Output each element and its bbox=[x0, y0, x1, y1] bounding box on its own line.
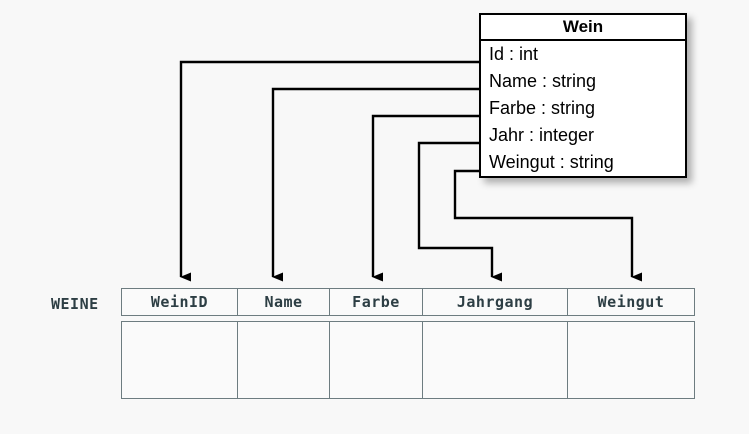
uml-class-name: Wein bbox=[481, 15, 685, 41]
table-cell-weingut[interactable] bbox=[568, 322, 694, 398]
uml-attribute-farbe: Farbe : string bbox=[489, 98, 596, 118]
column-header-jahrgang: Jahrgang bbox=[423, 289, 568, 315]
column-header-farbe: Farbe bbox=[330, 289, 423, 315]
connector-farbe-to-farbe bbox=[371, 114, 479, 282]
uml-attribute-weingut: Weingut : string bbox=[489, 152, 614, 172]
column-header-weingut: Weingut bbox=[597, 293, 665, 311]
connector-name-to-name bbox=[271, 87, 479, 282]
table-cell-farbe[interactable] bbox=[330, 322, 423, 398]
relational-table-label: WEINE bbox=[51, 295, 99, 313]
table-header-row: WeinID Name Farbe Jahrgang Weingut bbox=[121, 288, 695, 316]
column-header-weinid: WeinID bbox=[122, 289, 238, 315]
uml-attribute-jahr: Jahr : integer bbox=[489, 125, 595, 145]
uml-attribute-id: Id : int bbox=[489, 44, 539, 64]
relational-table[interactable]: WeinID Name Farbe Jahrgang Weingut bbox=[121, 288, 695, 399]
uml-attribute-list: Id : int Name : string Farbe : string Ja… bbox=[481, 41, 685, 176]
uml-class-box[interactable]: Wein Id : int Name : string Farbe : stri… bbox=[479, 13, 687, 178]
uml-attribute-name: Name : string bbox=[489, 71, 597, 91]
connector-weingut-to-weingut bbox=[453, 169, 642, 282]
table-cell-weinid[interactable] bbox=[122, 322, 238, 398]
column-header-name: Name bbox=[238, 289, 330, 315]
table-cell-jahrgang[interactable] bbox=[423, 322, 568, 398]
connector-id-to-weinid bbox=[179, 60, 479, 282]
table-cell-name[interactable] bbox=[238, 322, 330, 398]
table-row[interactable] bbox=[121, 321, 695, 399]
